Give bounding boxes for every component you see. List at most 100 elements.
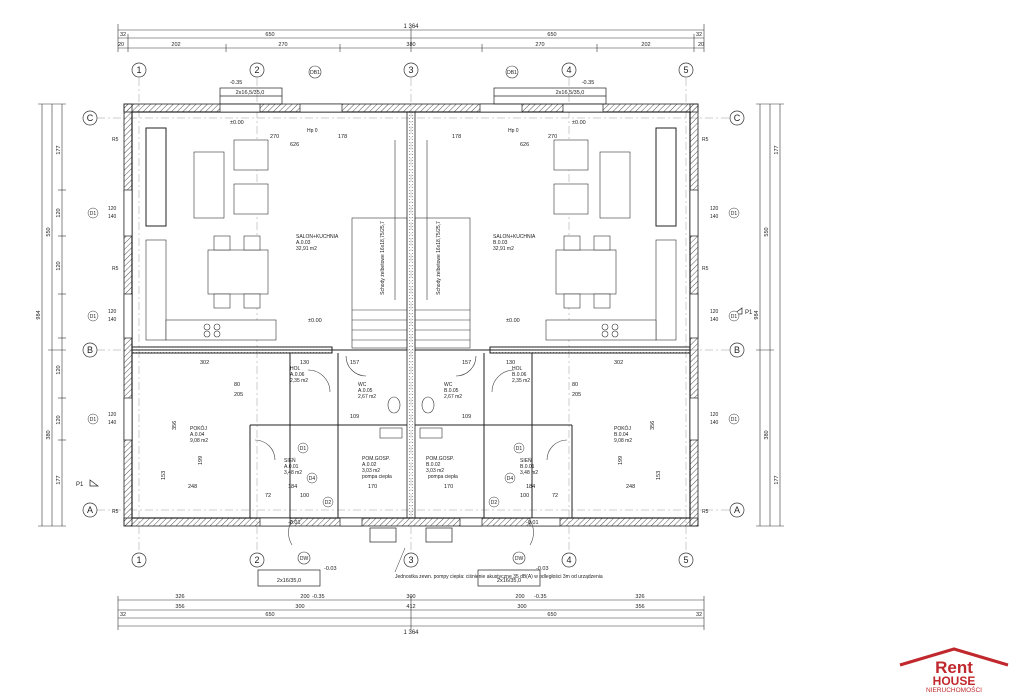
entry-steps-top [219,87,607,105]
dim-right-1: 177 [774,145,780,154]
inner-dim-72-r: 72 [552,493,558,499]
dim-top-5: 202 [641,42,650,48]
r5-r1: R5 [702,137,709,143]
steps-bottom-left: 2x16/35,0 [277,578,301,584]
dim-right-lower: 380 [764,430,770,439]
room-sien-b-code: B.0.01 [520,464,535,470]
room-hol-a-area: 2,35 m2 [290,378,308,384]
inner-dim-157-r: 157 [462,360,471,366]
vent-label-left: Hp 0 [307,128,318,134]
room-hol-b-area: 2,35 m2 [512,378,530,384]
dim-bottom-edge-l: 32 [120,612,126,618]
inner-dim-302-r: 302 [614,360,623,366]
door-d4-left: D4 [309,476,316,482]
axis-label-b-right: B [734,345,740,355]
win-dim-r3b: 140 [710,420,719,426]
axis-label-2-top: 2 [254,65,259,75]
dim-top-edge-r: 20 [698,42,704,48]
room-gosp-a-name: POM.GOSP. [362,456,390,462]
room-gosp-b-name: POM.GOSP. [426,456,454,462]
dim-left-3: 120 [56,261,62,270]
axis-label-3-top: 3 [408,65,413,75]
axis-bubbles-top [82,62,745,568]
r5-l2: R5 [112,266,119,272]
inner-dim-170-r: 170 [444,484,453,490]
inner-dim-248-l: 248 [188,484,197,490]
window-label-db1-left: DB1 [310,70,320,76]
win-d1-l3: D1 [90,417,97,423]
axis-label-5-bottom: 5 [683,555,688,565]
inner-dim-153-r: 153 [656,471,662,480]
inner-dim-248-r: 248 [626,484,635,490]
room-salon-a-name: SALON+KUCHNIA [296,234,339,240]
win-dim-r1a: 120 [710,206,719,212]
room-gosp-a-area: 3,03 m2 [362,468,380,474]
dim-bottom-a5: 326 [635,594,644,600]
room-sien-b-name: SIEŃ [520,457,532,464]
win-dim-l2a: 120 [108,309,117,315]
dim-left-4: 120 [56,365,62,374]
stairs-label-right: Schody żelbetowe 16x18,75/25,7 [436,221,442,295]
dim-bottom-b3: 412 [406,604,415,610]
door-d2-right: D2 [491,500,498,506]
dim-bottom-b5: 356 [635,604,644,610]
dim-bottom-b2: 300 [295,604,304,610]
dim-total-top: 1 364 [403,24,419,30]
inner-dim-80-l: 80 [234,382,240,388]
win-d1-l2: D1 [90,314,97,320]
axis-label-4-bottom: 4 [566,555,571,565]
room-gosp-a-code: A.0.02 [362,462,377,468]
win-dim-r1b: 140 [710,214,719,220]
dim-bottom-a2: 200 [300,594,309,600]
inner-dim-178-r: 178 [452,134,461,140]
door-d2-left: D2 [325,500,332,506]
axis-label-c-right: C [734,113,741,123]
pump-label-left: pompa ciepła [362,474,392,480]
vent-label-right: Hp 0 [508,128,519,134]
dim-left-5: 120 [56,415,62,424]
logo-text-3: NIERUCHOMOŚCI [926,685,982,693]
room-salon-a-code: A.0.03 [296,240,311,246]
win-dim-r2a: 120 [710,309,719,315]
level-top-right: -0.35 [582,80,595,86]
inner-dim-100-l: 100 [300,493,309,499]
dim-bottom-half-right: 650 [547,612,556,618]
section-arrow-left [89,479,100,487]
inner-dim-184-l: 184 [288,484,297,490]
dim-total-bottom: 1 364 [403,630,419,636]
inner-dim-356-l: 356 [172,421,178,430]
door-d4-right: D4 [507,476,514,482]
inner-dim-130-l: 130 [300,360,309,366]
room-salon-b-code: B.0.03 [493,240,508,246]
inner-dim-199-r: 199 [618,456,624,465]
dim-bottom-edge-r: 32 [696,612,702,618]
r5-l1: R5 [112,137,119,143]
dim-left-1: 177 [56,145,62,154]
r5-l3: R5 [112,509,119,515]
door-mark-dw-right [512,551,526,565]
inner-dim-184-r: 184 [526,484,535,490]
dim-right-6: 177 [774,475,780,484]
inner-dim-109-r: 109 [462,414,471,420]
room-gosp-b-code: B.0.02 [426,462,441,468]
section-label-right: P1 [745,310,753,316]
dim-right-total: 984 [754,310,760,319]
room-sien-a-code: A.0.01 [284,464,299,470]
dim-half-left-top: 650 [265,32,274,38]
axis-label-a-right: A [734,505,740,515]
furniture [145,139,677,341]
inner-dim-100-r: 100 [520,493,529,499]
level-c-left: ±0.00 [230,120,244,126]
rent-house-logo: Rent HOUSE NIERUCHOMOŚCI [899,647,1009,693]
level-bottom2-left: -0.35 [312,594,325,600]
room-hol-a-code: A.0.06 [290,372,305,378]
axis-label-2-bottom: 2 [254,555,259,565]
level-salon-right: ±0.00 [506,318,520,324]
room-pokoj-a-code: A.0.04 [190,432,205,438]
pump-label-right: pompa ciepła [428,474,458,480]
inner-dim-109-l: 109 [350,414,359,420]
inner-dim-178-l: 178 [338,134,347,140]
dim-edge-left-top: 32 [120,32,126,38]
win-dim-r3a: 120 [710,412,719,418]
dim-bottom-b4: 300 [517,604,526,610]
